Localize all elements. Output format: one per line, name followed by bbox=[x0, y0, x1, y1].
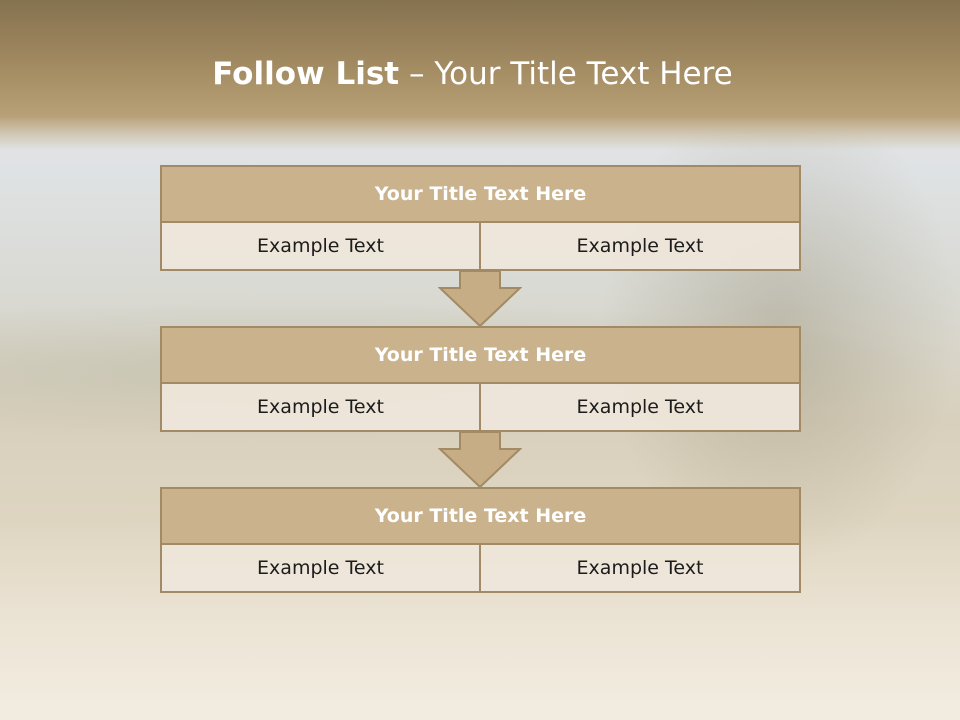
block-right-cell: Example Text bbox=[479, 543, 801, 593]
down-arrow-icon bbox=[438, 270, 522, 328]
list-block-3: Your Title Text Here Example Text Exampl… bbox=[160, 487, 801, 593]
slide-title: Follow List – Your Title Text Here bbox=[0, 56, 945, 92]
block-heading: Your Title Text Here bbox=[160, 487, 801, 545]
block-heading: Your Title Text Here bbox=[160, 326, 801, 384]
slide-title-bold: Follow List bbox=[212, 56, 400, 92]
block-left-cell: Example Text bbox=[160, 543, 481, 593]
block-right-cell: Example Text bbox=[479, 221, 801, 271]
list-block-2: Your Title Text Here Example Text Exampl… bbox=[160, 326, 801, 432]
header-band bbox=[0, 0, 960, 150]
block-left-cell: Example Text bbox=[160, 382, 481, 432]
block-left-cell: Example Text bbox=[160, 221, 481, 271]
block-right-cell: Example Text bbox=[479, 382, 801, 432]
block-heading: Your Title Text Here bbox=[160, 165, 801, 223]
slide-title-rest: – Your Title Text Here bbox=[399, 56, 733, 92]
down-arrow-icon bbox=[438, 431, 522, 489]
list-block-1: Your Title Text Here Example Text Exampl… bbox=[160, 165, 801, 271]
